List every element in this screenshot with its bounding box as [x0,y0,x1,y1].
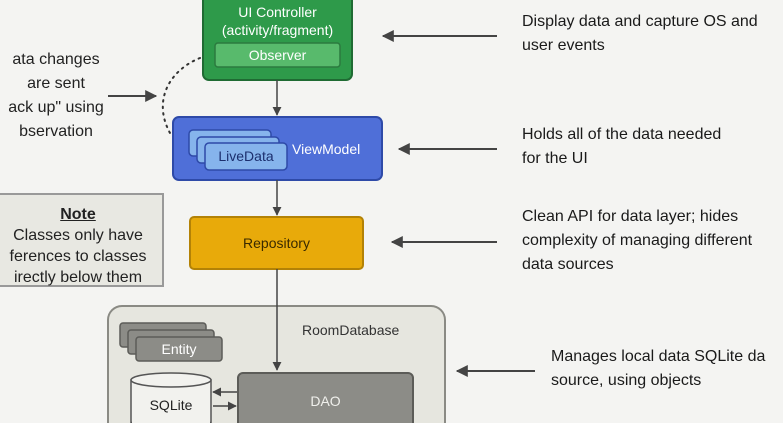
desc-room: Manages local data SQLite da source, usi… [551,348,766,389]
entity-box [135,336,223,362]
note-box: Note Classes only have ferences to class… [0,193,164,287]
viewmodel-label: ViewModel [292,141,361,157]
roomdatabase-label: RoomDatabase [302,322,400,338]
dao-box [237,372,414,423]
note-title: Note [60,206,96,223]
sqlite-label: SQLite [149,397,193,413]
observation-curve [161,57,201,134]
dao-label: DAO [310,393,341,409]
ui-controller-label: UI Controller (activity/fragment) [221,4,334,38]
note-body: Classes only have ferences to classes ir… [9,227,147,286]
livedata-label: LiveData [218,148,274,164]
livedata-box [204,142,288,171]
desc-repository: Clean API for data layer; hides complexi… [522,208,753,273]
sqlite-cylinder [130,372,212,423]
entity-label: Entity [161,341,197,357]
desc-viewmodel: Holds all of the data needed for the UI [522,126,722,167]
desc-ui-controller: Display data and capture OS and user eve… [522,13,758,54]
observation-note: ata changes are sent ack up" using bserv… [8,51,104,140]
observer-label: Observer [248,47,307,63]
repository-label: Repository [243,235,310,251]
observer-box [214,42,341,68]
